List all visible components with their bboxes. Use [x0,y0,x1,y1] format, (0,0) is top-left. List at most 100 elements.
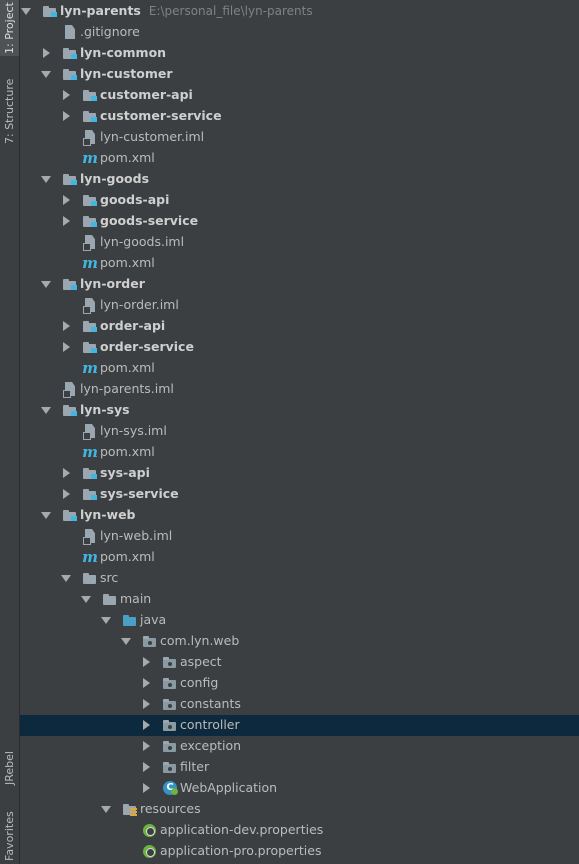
tree-node-config[interactable]: config [20,673,579,694]
expanded-arrow-icon[interactable] [41,174,51,184]
tree-node-lyn-goods[interactable]: lyn-goods [20,169,579,190]
node-name: sys-api [100,465,150,480]
tree-node-lyn-web[interactable]: lyn-web [20,505,579,526]
node-name: lyn-common [80,45,167,60]
tree-node-customer-api[interactable]: customer-api [20,85,579,106]
tree-node-label: lyn-customer.iml [100,129,204,144]
expanded-arrow-icon[interactable] [101,615,111,625]
collapsed-arrow-icon[interactable] [61,489,71,499]
expanded-arrow-icon[interactable] [41,405,51,415]
package-icon [162,717,178,733]
iml-file-icon [62,381,78,398]
tree-node-sys-service[interactable]: sys-service [20,484,579,505]
node-name: resources [140,801,201,816]
tree-node-app-dev-props[interactable]: application-dev.properties [20,820,579,841]
collapsed-arrow-icon[interactable] [61,321,71,331]
tree-node-order-service[interactable]: order-service [20,337,579,358]
collapsed-arrow-icon[interactable] [141,741,151,751]
tree-node-sys-api[interactable]: sys-api [20,463,579,484]
tree-node-lyn-goods-iml[interactable]: lyn-goods.iml [20,232,579,253]
collapsed-arrow-icon[interactable] [41,48,51,58]
resources-folder-icon [122,801,138,817]
tree-node-java[interactable]: java [20,610,579,631]
tree-node-goods-api[interactable]: goods-api [20,190,579,211]
tool-window-strip: 1: Project 7: Structure JRebel Favorites [0,0,20,864]
node-name: lyn-customer.iml [100,129,205,144]
tree-node-label: aspect [180,654,222,669]
tree-node-lyn-order[interactable]: lyn-order [20,274,579,295]
node-name: pom.xml [100,255,155,270]
tree-node-lyn-sys[interactable]: lyn-sys [20,400,579,421]
tree-node-com-lyn-web[interactable]: com.lyn.web [20,631,579,652]
tree-node-lyn-web-iml[interactable]: lyn-web.iml [20,526,579,547]
expanded-arrow-icon[interactable] [81,594,91,604]
tree-node-resources[interactable]: resources [20,799,579,820]
node-name: lyn-customer [80,66,173,81]
tree-node-src[interactable]: src [20,568,579,589]
collapsed-arrow-icon[interactable] [61,216,71,226]
tree-node-label: src [100,570,118,585]
tree-node-gitignore[interactable]: .gitignore [20,22,579,43]
tab-project[interactable]: 1: Project [0,0,19,56]
tree-node-label: lyn-sys [80,402,130,417]
tree-node-lyn-common[interactable]: lyn-common [20,43,579,64]
tree-node-goods-service[interactable]: goods-service [20,211,579,232]
tree-node-label: application-dev.properties [160,822,323,837]
module-folder-icon [62,171,78,187]
tab-project-label: 1: Project [3,2,16,54]
collapsed-arrow-icon[interactable] [141,699,151,709]
tree-node-web-application[interactable]: WebApplication [20,778,579,799]
node-name: goods-api [100,192,170,207]
tree-node-lyn-parents-iml[interactable]: lyn-parents.iml [20,379,579,400]
expanded-arrow-icon[interactable] [101,804,111,814]
tree-node-lyn-sys-iml[interactable]: lyn-sys.iml [20,421,579,442]
collapsed-arrow-icon[interactable] [61,342,71,352]
collapsed-arrow-icon[interactable] [141,783,151,793]
tree-node-lyn-order-iml[interactable]: lyn-order.iml [20,295,579,316]
tree-node-lyn-customer-iml[interactable]: lyn-customer.iml [20,127,579,148]
expanded-arrow-icon[interactable] [41,510,51,520]
tree-node-constants[interactable]: constants [20,694,579,715]
tree-node-main[interactable]: main [20,589,579,610]
tree-node-lyn-customer[interactable]: lyn-customer [20,64,579,85]
tree-node-app-pro-props[interactable]: application-pro.properties [20,841,579,862]
module-folder-icon [62,402,78,418]
tree-node-label: config [180,675,218,690]
expanded-arrow-icon[interactable] [61,573,71,583]
expanded-arrow-icon[interactable] [21,6,31,16]
collapsed-arrow-icon[interactable] [61,195,71,205]
collapsed-arrow-icon[interactable] [141,720,151,730]
expanded-arrow-icon[interactable] [41,279,51,289]
module-folder-icon [82,465,98,481]
collapsed-arrow-icon[interactable] [61,111,71,121]
tree-node-customer-service[interactable]: customer-service [20,106,579,127]
collapsed-arrow-icon[interactable] [61,468,71,478]
tree-node-controller[interactable]: controller [20,715,579,736]
collapsed-arrow-icon[interactable] [141,657,151,667]
spring-properties-icon [142,843,158,859]
expanded-arrow-icon[interactable] [121,636,131,646]
tree-node-label: lyn-goods [80,171,149,186]
tab-structure[interactable]: 7: Structure [0,66,19,156]
collapsed-arrow-icon[interactable] [141,678,151,688]
tab-jrebel[interactable]: JRebel [0,738,19,798]
expanded-arrow-icon[interactable] [41,69,51,79]
tree-node-aspect[interactable]: aspect [20,652,579,673]
collapsed-arrow-icon[interactable] [141,762,151,772]
tab-favorites[interactable]: Favorites [0,808,19,864]
tree-node-label: pom.xml [100,150,155,165]
tree-node-exception[interactable]: exception [20,736,579,757]
collapsed-arrow-icon[interactable] [61,90,71,100]
node-name: filter [180,759,210,774]
tree-node-filter[interactable]: filter [20,757,579,778]
tree-node-order-api[interactable]: order-api [20,316,579,337]
spring-boot-class-icon [162,780,178,796]
